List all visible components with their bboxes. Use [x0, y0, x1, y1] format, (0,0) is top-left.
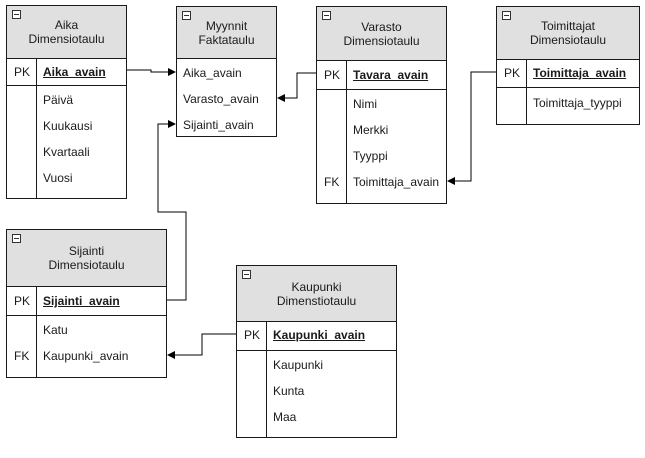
key-column	[237, 351, 267, 437]
collapse-icon[interactable]	[502, 11, 511, 20]
field-vuosi[interactable]: Vuosi	[43, 171, 73, 185]
pk-field-aika-avain[interactable]: Aika_avain	[43, 65, 106, 79]
table-myynnit-title: Myynnit Faktataulu	[198, 18, 255, 47]
field-toimittaja-avain[interactable]: Toimittaja_avain	[353, 175, 440, 189]
field-toimittaja-tyyppi[interactable]: Toimittaja_tyyppi	[533, 96, 622, 110]
table-kaupunki-header[interactable]: Kaupunki Dimenstiotaulu	[237, 266, 396, 322]
field-sijainti-avain[interactable]: Sijainti_avain	[183, 118, 254, 132]
pk-label: PK	[244, 328, 261, 342]
connector-varasto-to-myynnit[interactable]	[277, 72, 316, 102]
key-column	[7, 58, 37, 85]
field-merkki[interactable]: Merkki	[353, 123, 389, 137]
key-column	[317, 60, 347, 89]
table-kaupunki-pk-row[interactable]: PK Kaupunki_avain	[237, 321, 396, 351]
field-katu[interactable]: Katu	[43, 323, 68, 337]
field-kunta[interactable]: Kunta	[273, 384, 305, 398]
table-sijainti[interactable]: Sijainti Dimensiotaulu PK Sijainti_avain…	[6, 229, 167, 378]
key-column	[497, 59, 527, 87]
field-varasto-avain[interactable]: Varasto_avain	[183, 92, 259, 106]
pk-field-sijainti-avain[interactable]: Sijainti_avain	[43, 294, 120, 308]
fk-label: FK	[14, 349, 30, 363]
pk-field-kaupunki-avain[interactable]: Kaupunki_avain	[273, 328, 366, 342]
table-sijainti-header[interactable]: Sijainti Dimensiotaulu	[7, 230, 166, 287]
field-kaupunki-avain[interactable]: Kaupunki_avain	[43, 349, 129, 363]
connector-toimittajat-to-varasto[interactable]	[447, 71, 496, 185]
fk-label: FK	[324, 175, 340, 189]
table-myynnit[interactable]: Myynnit Faktataulu Aika_avain Varasto_av…	[176, 6, 277, 137]
connector-sijainti-to-myynnit[interactable]	[157, 120, 187, 301]
key-column	[237, 321, 267, 350]
connector-aika-to-myynnit[interactable]	[127, 68, 176, 76]
collapse-icon[interactable]	[12, 10, 21, 19]
connector-kaupunki-to-sijainti[interactable]	[167, 333, 236, 359]
field-kuukausi[interactable]: Kuukausi	[43, 119, 93, 133]
key-column	[7, 286, 37, 315]
key-column	[317, 90, 347, 203]
pk-field-toimittaja-avain[interactable]: Toimittaja_avain	[533, 66, 627, 80]
collapse-icon[interactable]	[12, 234, 21, 243]
table-myynnit-header[interactable]: Myynnit Faktataulu	[177, 7, 276, 59]
table-toimittajat[interactable]: Toimittajat Dimensiotaulu PK Toimittaja_…	[496, 6, 640, 125]
table-varasto[interactable]: Varasto Dimensiotaulu PK Tavara_avain Ni…	[316, 6, 447, 204]
table-aika[interactable]: Aika Dimensiotaulu PK Aika_avain Päivä K…	[6, 5, 127, 199]
table-kaupunki-title: Kaupunki Dimenstiotaulu	[276, 279, 357, 308]
table-sijainti-pk-row[interactable]: PK Sijainti_avain	[7, 286, 166, 316]
collapse-icon[interactable]	[182, 11, 191, 20]
table-toimittajat-title: Toimittajat Dimensiotaulu	[529, 19, 607, 47]
pk-label: PK	[14, 65, 31, 79]
collapse-icon[interactable]	[242, 270, 251, 279]
table-varasto-title: Varasto Dimensiotaulu	[343, 19, 420, 48]
field-paiva[interactable]: Päivä	[43, 93, 74, 107]
pk-field-tavara-avain[interactable]: Tavara_avain	[353, 68, 429, 82]
pk-label: PK	[14, 294, 31, 308]
key-column	[497, 88, 527, 124]
table-toimittajat-header[interactable]: Toimittajat Dimensiotaulu	[497, 7, 639, 60]
pk-label: PK	[324, 68, 341, 82]
pk-label: PK	[504, 66, 521, 80]
table-varasto-pk-row[interactable]: PK Tavara_avain	[317, 60, 446, 90]
table-sijainti-title: Sijainti Dimensiotaulu	[48, 244, 125, 272]
field-nimi[interactable]: Nimi	[353, 97, 377, 111]
key-column	[7, 86, 37, 198]
field-maa[interactable]: Maa	[273, 410, 297, 424]
field-tyyppi[interactable]: Tyyppi	[353, 149, 388, 163]
table-aika-title: Aika Dimensiotaulu	[28, 18, 105, 46]
field-kaupunki[interactable]: Kaupunki	[273, 358, 324, 372]
table-kaupunki[interactable]: Kaupunki Dimenstiotaulu PK Kaupunki_avai…	[236, 265, 397, 438]
key-column	[7, 316, 37, 377]
table-varasto-header[interactable]: Varasto Dimensiotaulu	[317, 7, 446, 61]
collapse-icon[interactable]	[322, 11, 331, 20]
table-aika-pk-row[interactable]: PK Aika_avain	[7, 58, 126, 86]
field-aika-avain[interactable]: Aika_avain	[183, 66, 242, 80]
table-toimittajat-pk-row[interactable]: PK Toimittaja_avain	[497, 59, 639, 88]
field-kvartaali[interactable]: Kvartaali	[43, 145, 90, 159]
table-aika-header[interactable]: Aika Dimensiotaulu	[7, 6, 126, 59]
